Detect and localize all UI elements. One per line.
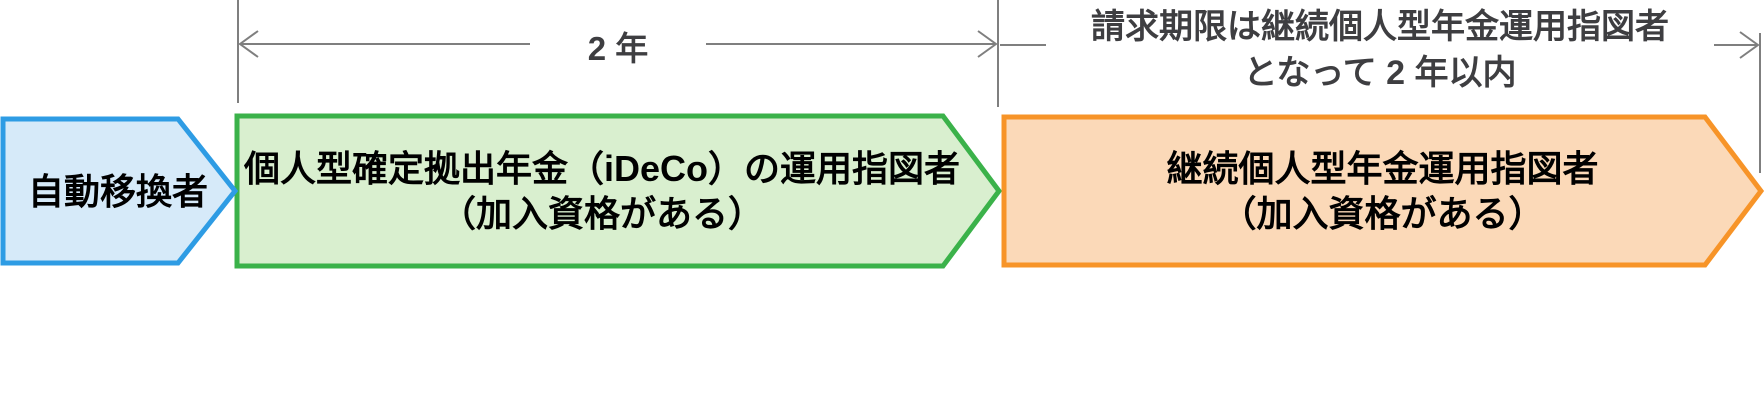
stage-label-continuing-instructor-line1: 継続個人型年金運用指図者: [1166, 148, 1599, 189]
two-year-period-label: 2 年: [587, 30, 649, 67]
arrowhead-middle-icon: [977, 30, 998, 58]
stage-shape-ideco-instructor: [234, 113, 1003, 269]
stage-label-ideco-instructor: 個人型確定拠出年金（iDeCo）の運用指図者 （加入資格がある）: [237, 116, 967, 266]
stage-label-automatic-transferee-line1: 自動移換者: [27, 170, 208, 212]
stage-label-continuing-instructor-line2: （加入資格がある）: [1220, 193, 1545, 234]
stage-shape-continuing-instructor: [1001, 114, 1764, 268]
claim-deadline-note: 請求期限は継続個人型年金運用指図者 となって 2 年以内: [1046, 4, 1714, 96]
dimension-lines: [237, 0, 1761, 173]
stage-label-ideco-instructor-line2: （加入資格がある）: [439, 193, 764, 234]
stage-label-continuing-instructor: 継続個人型年金運用指図者 （加入資格がある）: [1004, 117, 1761, 265]
stage-shape-automatic-transferee: [0, 116, 239, 266]
stage-label-automatic-transferee: 自動移換者: [3, 119, 233, 263]
stage-label-ideco-instructor-line1: 個人型確定拠出年金（iDeCo）の運用指図者: [243, 148, 960, 189]
arrowhead-right-icon: [1739, 31, 1760, 59]
claim-deadline-line1: 請求期限は継続個人型年金運用指図者: [1091, 8, 1669, 46]
claim-deadline-line2: となって 2 年以内: [1243, 54, 1517, 92]
